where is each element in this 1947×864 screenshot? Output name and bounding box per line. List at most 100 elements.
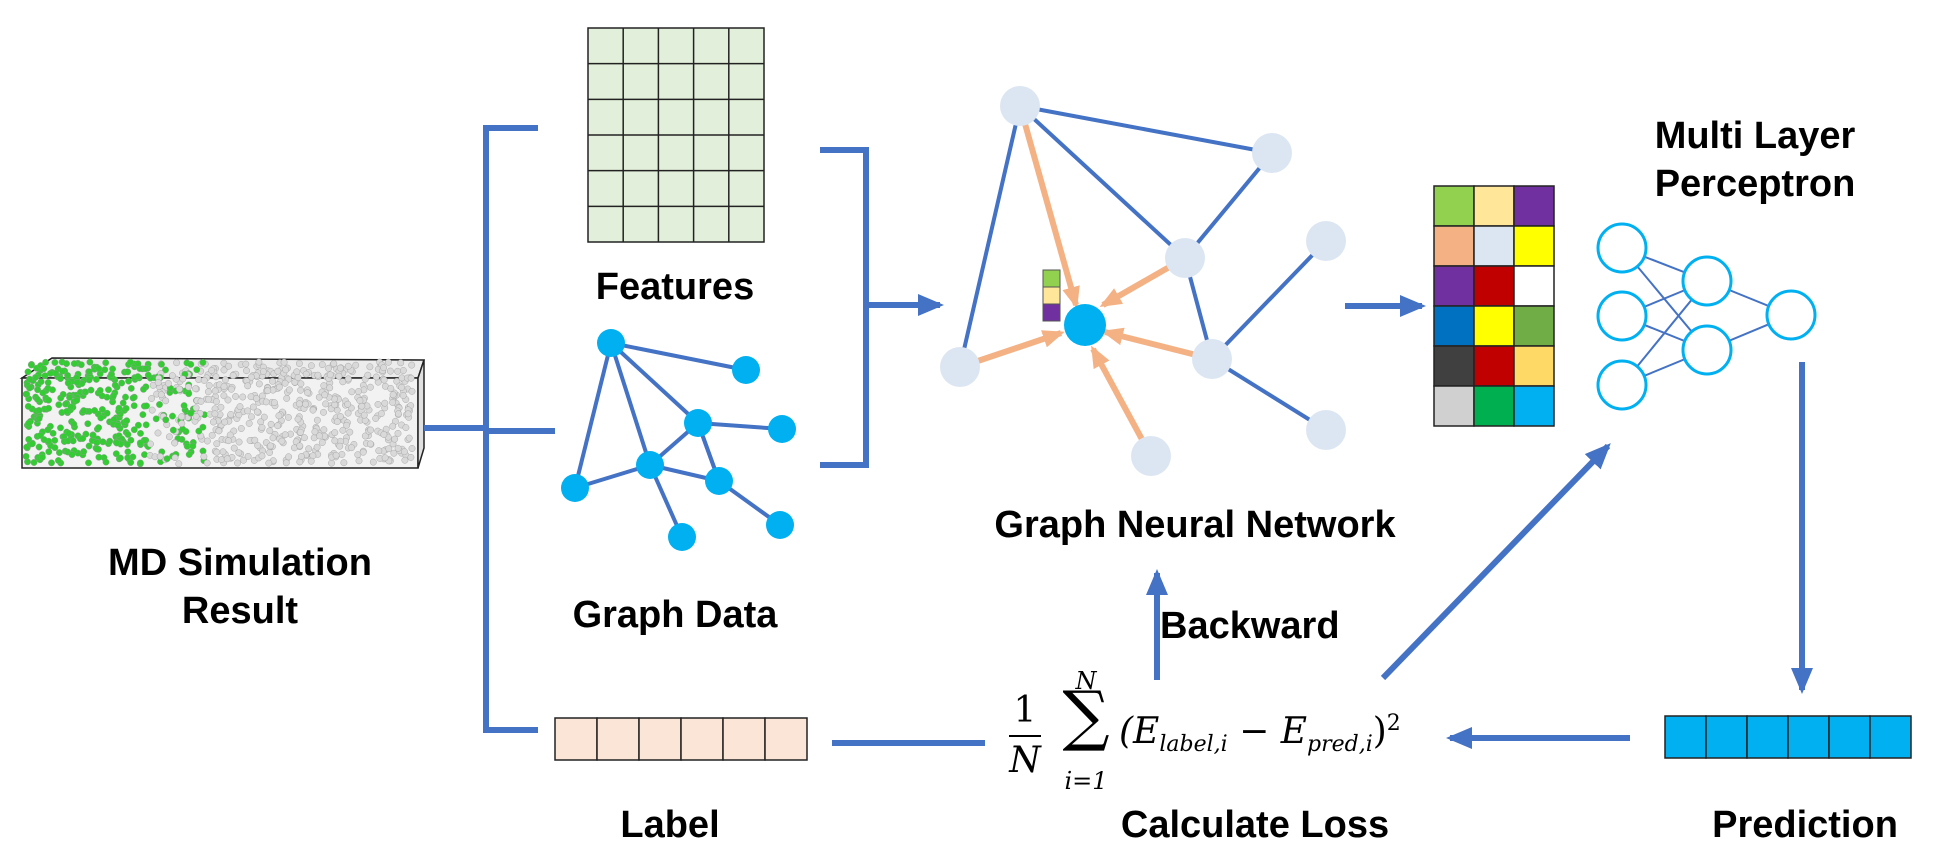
- mlp-label-line2: Perceptron: [1654, 162, 1856, 205]
- atom-green: [80, 407, 88, 414]
- atom-green: [111, 381, 119, 389]
- atom-green: [35, 415, 43, 422]
- atom-green: [34, 386, 41, 394]
- atom-grey: [321, 391, 329, 399]
- atom-grey: [325, 364, 332, 372]
- input-bracket: [424, 125, 555, 733]
- atom-grey: [278, 437, 286, 445]
- atom-green: [142, 421, 150, 429]
- embedding-cell: [1473, 305, 1515, 347]
- atom-grey: [192, 385, 199, 393]
- atom-grey: [394, 429, 402, 437]
- atom-grey: [304, 389, 311, 397]
- atom-grey: [255, 380, 263, 388]
- atom-grey: [147, 440, 154, 448]
- atom-grey: [208, 431, 216, 439]
- graph-data: [561, 329, 796, 551]
- atom-grey: [218, 456, 225, 463]
- gnn-edge: [1210, 239, 1328, 361]
- atom-grey: [178, 413, 186, 421]
- atom-green: [141, 451, 148, 458]
- atom-grey: [298, 453, 305, 460]
- atom-grey: [331, 401, 339, 409]
- atom-grey: [394, 410, 402, 418]
- atom-green: [179, 425, 187, 433]
- gnn-edge: [1183, 151, 1274, 260]
- atom-grey: [257, 418, 265, 426]
- atom-grey: [154, 429, 162, 437]
- gnn-neighbor-node: [1131, 436, 1171, 476]
- atom-grey: [309, 406, 317, 414]
- atom-grey: [408, 445, 416, 452]
- atom-green: [199, 447, 207, 455]
- atom-green: [180, 402, 188, 409]
- atom-green: [62, 400, 69, 408]
- loss-to-mlp-arrow: [1380, 443, 1611, 681]
- atom-grey: [331, 437, 339, 445]
- atom-green: [114, 421, 122, 429]
- atom-grey: [255, 358, 263, 366]
- atom-green: [73, 396, 81, 404]
- prediction-cell: [1787, 715, 1830, 759]
- atom-green: [115, 404, 123, 412]
- label-cell: [680, 717, 724, 761]
- atom-grey: [296, 442, 304, 450]
- embedding-cell: [1433, 385, 1475, 427]
- embedding-cell: [1473, 385, 1515, 427]
- embedding-cell: [1433, 345, 1475, 387]
- atom-green: [44, 379, 52, 386]
- atom-grey: [156, 453, 164, 460]
- atom-grey: [297, 386, 304, 394]
- atom-green: [22, 390, 30, 398]
- atom-grey: [185, 383, 192, 391]
- atom-grey: [404, 410, 412, 418]
- atom-grey: [254, 442, 262, 449]
- atom-green: [49, 429, 57, 437]
- atom-green: [119, 399, 127, 407]
- atom-green: [89, 431, 97, 439]
- atom-grey: [203, 459, 211, 467]
- formula-sub-pred: pred,i: [1307, 732, 1373, 758]
- atom-grey: [269, 434, 277, 442]
- atom-grey: [236, 403, 244, 410]
- atom-grey: [281, 431, 289, 439]
- atom-green: [70, 360, 78, 367]
- atom-green: [136, 459, 144, 467]
- gnn-neighbor-node: [1192, 339, 1232, 379]
- atom-grey: [205, 382, 213, 389]
- atom-grey: [235, 438, 243, 446]
- fraction-bar: [1009, 735, 1041, 737]
- graph-node: [684, 409, 712, 437]
- atom-grey: [227, 411, 235, 418]
- atom-grey: [399, 367, 407, 374]
- atom-green: [44, 426, 52, 434]
- atom-grey: [260, 413, 268, 421]
- atom-green: [96, 386, 104, 394]
- embedding-cell: [1473, 265, 1515, 307]
- mlp-neuron: [1681, 255, 1733, 307]
- atom-grey: [212, 373, 220, 381]
- atom-green: [187, 360, 195, 368]
- atom-green: [48, 459, 55, 467]
- atom-green: [110, 392, 117, 400]
- atom-grey: [293, 368, 301, 376]
- md-label-line2: Result: [181, 589, 299, 632]
- atom-grey: [247, 373, 255, 381]
- atom-green: [55, 401, 63, 409]
- atom-grey: [295, 400, 303, 408]
- atom-grey: [348, 388, 356, 396]
- atom-green: [27, 361, 35, 369]
- atom-grey: [217, 403, 225, 411]
- atom-grey: [249, 403, 257, 411]
- atom-grey: [344, 375, 352, 383]
- graph-node: [636, 451, 664, 479]
- atom-green: [84, 420, 92, 428]
- atom-green: [163, 455, 171, 463]
- atom-grey: [372, 415, 380, 422]
- atom-grey: [162, 397, 170, 405]
- atom-grey: [178, 420, 186, 427]
- atom-green: [51, 359, 59, 366]
- gnn-neighbor-node: [1306, 221, 1346, 261]
- atom-grey: [248, 413, 255, 421]
- atom-green: [51, 444, 59, 451]
